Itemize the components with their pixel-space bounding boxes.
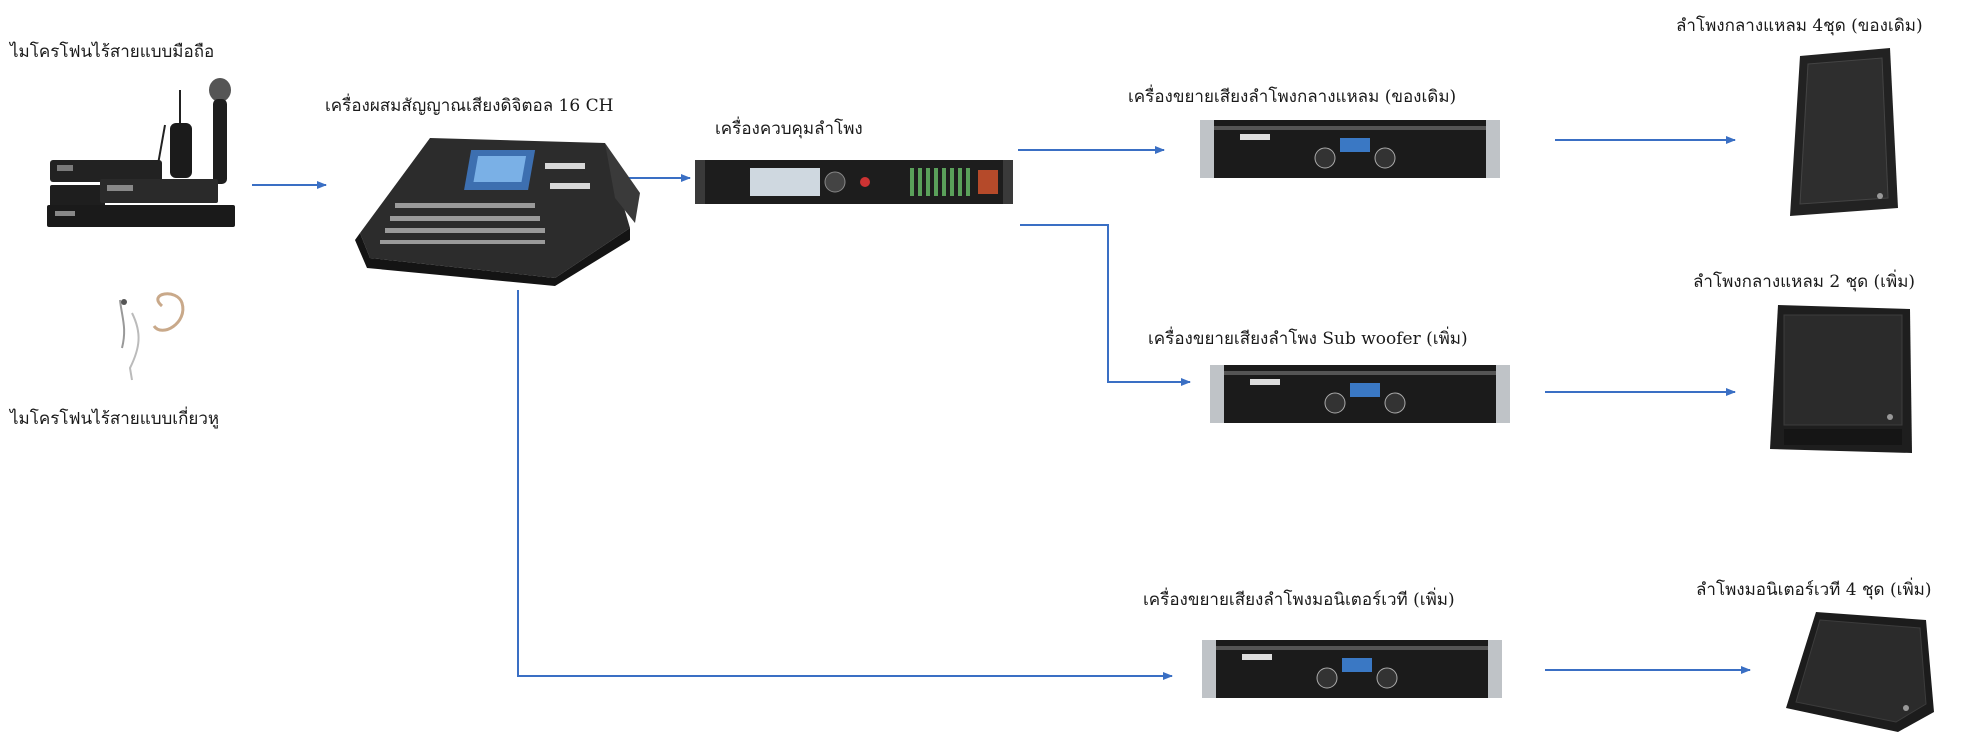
- label-speaker-monitor: ลำโพงมอนิเตอร์เวที 4 ชุด (เพิ่ม): [1696, 580, 1932, 600]
- label-mic-handheld: ไมโครโฟนไร้สายแบบมือถือ: [10, 42, 215, 62]
- amplifier-sub-icon: [1210, 365, 1510, 423]
- label-mixer: เครื่องผสมสัญญาณเสียงดิจิตอล 16 CH: [325, 96, 614, 116]
- speaker-monitor-icon: [1786, 612, 1934, 732]
- label-speaker-sub: ลำโพงกลางแหลม 2 ชุด (เพิ่ม): [1693, 272, 1916, 292]
- label-amp-sub: เครื่องขยายเสียงลำโพง Sub woofer (เพิ่ม): [1148, 329, 1468, 349]
- arrow-mixer-to-amp-monitor: [517, 290, 1173, 680]
- digital-mixer-icon: [355, 138, 640, 286]
- amplifier-main-icon: [1200, 120, 1500, 178]
- arrow-controller-to-amp-sub: [1020, 224, 1191, 386]
- label-mic-ear: ไมโครโฟนไร้สายแบบเกี่ยวหู: [10, 409, 220, 429]
- speaker-sub-icon: [1770, 305, 1912, 453]
- wireless-handheld-mic-icon: [47, 78, 235, 227]
- label-controller: เครื่องควบคุมลำโพง: [715, 119, 863, 139]
- speaker-controller-icon: [695, 160, 1013, 204]
- label-speaker-main: ลำโพงกลางแหลม 4ชุด (ของเดิม): [1676, 16, 1923, 36]
- amplifier-monitor-icon: [1202, 640, 1502, 698]
- speaker-main-icon: [1790, 48, 1898, 216]
- label-amp-main: เครื่องขยายเสียงลำโพงกลางแหลม (ของเดิม): [1128, 87, 1457, 107]
- ear-hook-mic-icon: [119, 292, 185, 381]
- label-amp-monitor: เครื่องขยายเสียงลำโพงมอนิเตอร์เวที (เพิ่…: [1143, 590, 1455, 610]
